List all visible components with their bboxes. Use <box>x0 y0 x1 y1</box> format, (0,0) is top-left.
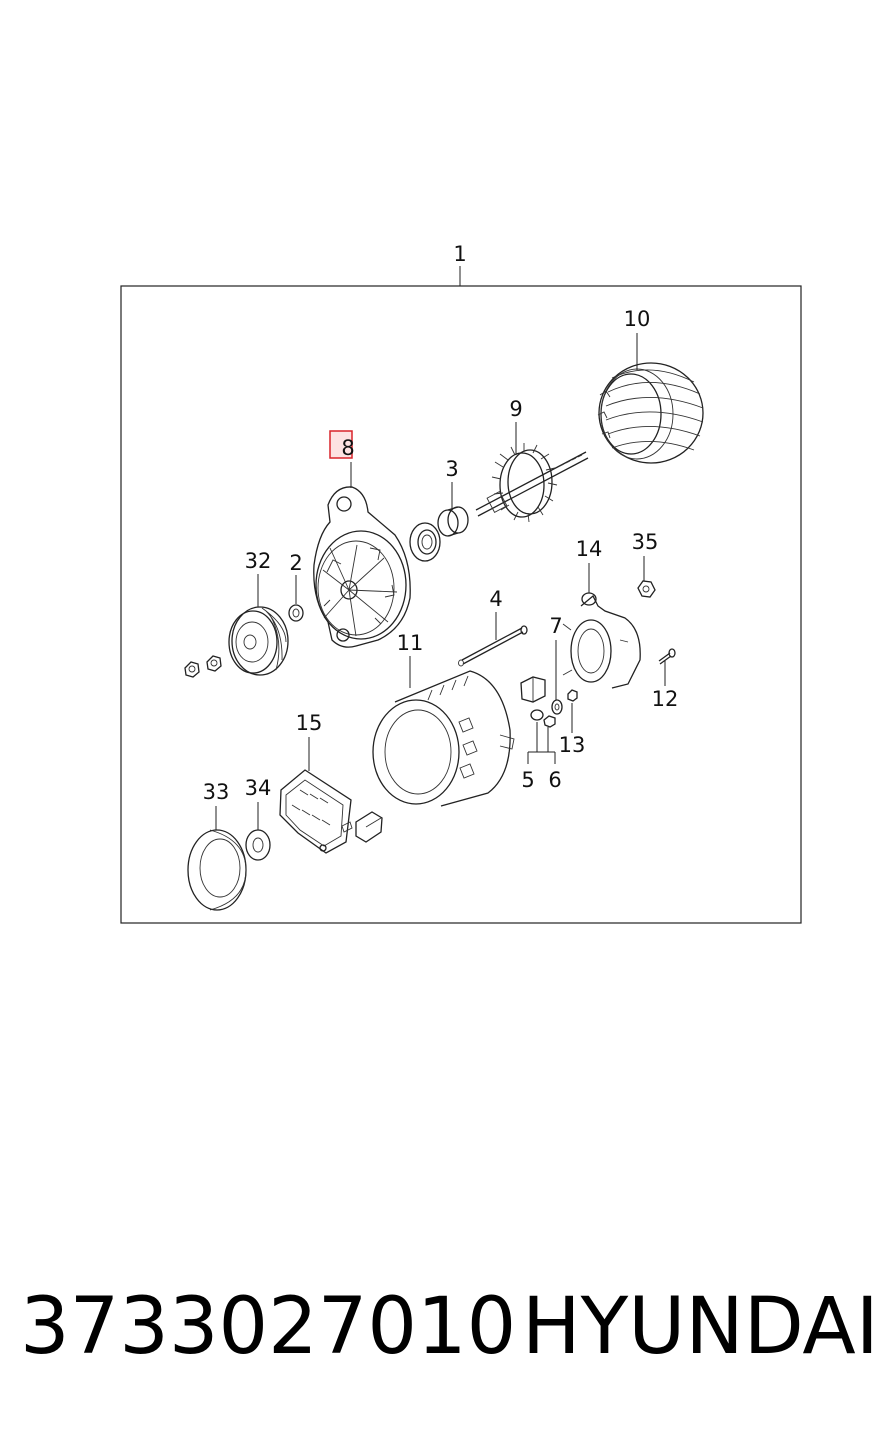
part-number-label: 3733027010 <box>20 1282 517 1372</box>
rectifier-part[interactable] <box>279 769 352 854</box>
spacer-part[interactable] <box>288 604 304 622</box>
callout-9[interactable]: 9 <box>509 397 522 421</box>
callout-12[interactable]: 12 <box>652 687 679 711</box>
assembly-frame <box>120 285 802 924</box>
leader-lines <box>215 333 666 830</box>
washer-34-part[interactable] <box>245 829 271 861</box>
nut-35-part[interactable] <box>637 580 656 598</box>
callout-10[interactable]: 10 <box>624 307 651 331</box>
callout-4[interactable]: 4 <box>489 587 502 611</box>
front-bearing-part <box>409 522 441 562</box>
dust-cover-part[interactable] <box>187 829 247 911</box>
stator-part[interactable] <box>597 362 704 464</box>
through-bolt-part[interactable] <box>458 625 528 667</box>
brush-holder-part[interactable] <box>562 592 641 689</box>
brand-label: HYUNDAI <box>522 1282 879 1372</box>
callout-8[interactable]: 8 <box>341 436 354 460</box>
callout-32[interactable]: 32 <box>245 549 272 573</box>
bearing-part[interactable] <box>437 506 469 537</box>
rear-housing-part[interactable] <box>372 670 515 807</box>
callout-5[interactable]: 5 <box>521 768 534 792</box>
callout-3[interactable]: 3 <box>445 457 458 481</box>
callout-11[interactable]: 11 <box>397 631 424 655</box>
pulley-nut-part <box>184 655 222 678</box>
pulley-part[interactable] <box>228 606 289 676</box>
callout-6[interactable]: 6 <box>548 768 561 792</box>
connector-part <box>341 811 383 843</box>
washer-nut-parts[interactable] <box>530 689 578 728</box>
rotor-part[interactable] <box>475 443 589 523</box>
callout-15[interactable]: 15 <box>296 711 323 735</box>
terminal-block-part[interactable] <box>520 676 546 703</box>
callout-2[interactable]: 2 <box>289 551 302 575</box>
screw-12-part[interactable] <box>658 648 676 665</box>
callout-14[interactable]: 14 <box>576 537 603 561</box>
front-housing-part[interactable] <box>313 486 411 648</box>
callout-1: 1 <box>453 242 466 266</box>
callout-35[interactable]: 35 <box>632 530 659 554</box>
callout-34[interactable]: 34 <box>245 776 272 800</box>
callout-33[interactable]: 33 <box>203 780 230 804</box>
callout-13[interactable]: 13 <box>559 733 586 757</box>
callout-7[interactable]: 7 <box>549 614 562 638</box>
callout-highlight-box <box>329 430 353 459</box>
